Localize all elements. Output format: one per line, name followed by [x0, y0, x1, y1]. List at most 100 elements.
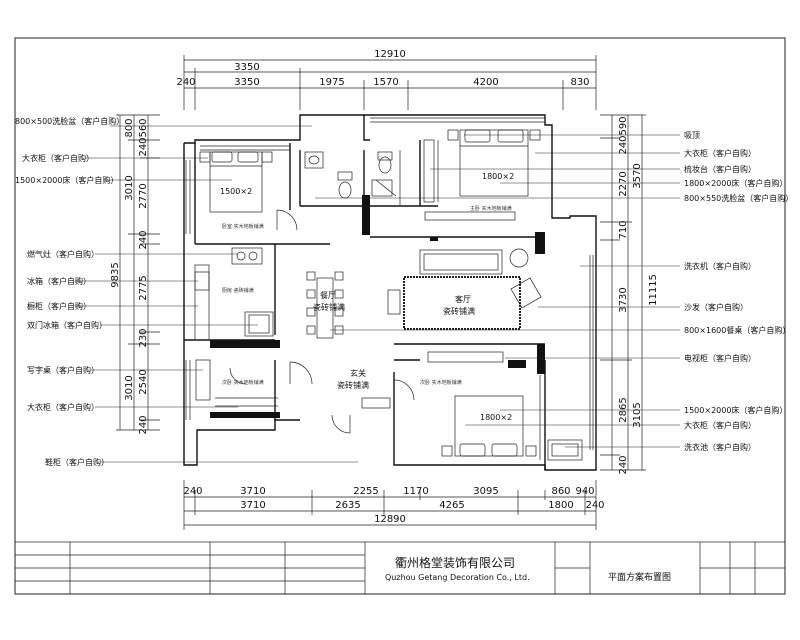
note-left-shoe-cabinet: 鞋柜（客户自购） — [45, 457, 109, 467]
ne-bed-label: 1800×2 — [482, 172, 514, 181]
study-room — [195, 359, 278, 407]
note-left-cabinet: 橱柜（客户自购） — [27, 301, 91, 311]
bottom-dim-upper-2: 3710 — [240, 486, 265, 497]
left-dimensions — [116, 114, 160, 431]
living-room — [387, 248, 542, 363]
bottom-dim-upper-3: 2255 — [353, 486, 378, 497]
top-dim-lower-1: 240 — [176, 77, 195, 88]
note-right-washbasin: 800×550洗脸盆（客户自购） — [684, 193, 793, 203]
top-dim-upper-1: 3350 — [234, 62, 259, 73]
left-dim-6: 240 — [138, 230, 149, 249]
left-dim-8: 230 — [138, 328, 149, 347]
left-leaders — [75, 125, 358, 463]
note-left-stove: 燃气灶（客户自购） — [27, 249, 99, 259]
left-dim-outer: 9835 — [110, 262, 121, 287]
bottom-dimensions — [183, 480, 597, 530]
note-right-washer: 洗衣机（客户自购） — [684, 261, 756, 271]
right-dim-9: 240 — [618, 455, 629, 474]
living-label: 客厅 — [455, 294, 471, 304]
left-dim-5: 2770 — [138, 183, 149, 208]
note-left-fridge: 冰箱（客户自购） — [27, 276, 91, 286]
nw-bed-label: 1500×2 — [220, 187, 252, 196]
bottom-dim-lower-5: 240 — [585, 500, 604, 511]
doors — [229, 209, 415, 434]
title-block — [14, 541, 786, 595]
note-left-double-fridge: 双门冰箱（客户自购） — [27, 320, 107, 330]
note-right-tv-cabinet: 电视柜（客户自购） — [684, 353, 756, 363]
dining-floor: 瓷砖铺满 — [313, 302, 345, 312]
right-dim-1: 590 — [618, 116, 629, 135]
kitchen — [194, 247, 274, 341]
kitchen-tiny: 厨房 瓷砖铺满 — [222, 287, 254, 294]
right-dim-8: 3105 — [632, 402, 643, 427]
entry-floor: 瓷砖铺满 — [337, 380, 369, 390]
top-dim-lower-3: 1975 — [319, 77, 344, 88]
se-bedroom — [441, 395, 583, 461]
se-room-tiny: 次卧 实木地板铺满 — [420, 379, 462, 386]
bottom-dim-upper-4: 1170 — [403, 486, 428, 497]
note-left-wardrobe-1: 大衣柜（客户自购） — [22, 153, 94, 163]
ne-bedroom — [423, 129, 541, 221]
dining-label: 餐厅 — [320, 291, 336, 300]
drawing-title: 平面方案布置图 — [608, 571, 671, 583]
note-right-bed-1800: 1800×2000床（客户自购） — [684, 178, 787, 188]
study-tiny: 次卧 实木地板铺满 — [222, 379, 264, 386]
solid-walls — [210, 195, 545, 418]
top-dim-overall: 12910 — [374, 49, 406, 60]
note-right-bed-1500: 1500×2000床（客户自购） — [684, 405, 787, 415]
right-leaders — [315, 134, 680, 448]
right-dim-3: 2270 — [618, 171, 629, 196]
note-left-washbasin: 800×500洗脸盆（客户自购） — [15, 116, 124, 126]
note-left-bed: 1500×2000床（客户自购） — [15, 175, 118, 185]
bottom-dim-lower-4: 1800 — [548, 500, 573, 511]
note-right-dining-table: 800×1600餐桌（客户自购） — [684, 325, 790, 335]
note-right-sofa: 沙发（客户自购） — [684, 302, 748, 312]
bottom-dim-lower-3: 4265 — [439, 500, 464, 511]
note-left-wardrobe-2: 大衣柜（客户自购） — [27, 402, 99, 412]
left-dim-4: 3010 — [124, 175, 135, 200]
entry-label: 玄关 — [350, 368, 366, 378]
nw-bedroom — [199, 151, 273, 213]
bottom-dim-upper-7: 940 — [575, 486, 594, 497]
right-dimensions — [600, 114, 646, 471]
left-dim-3: 240 — [138, 137, 149, 156]
windows — [185, 117, 594, 460]
nw-room-tiny: 卧室 实木地板铺满 — [222, 223, 264, 230]
walls — [183, 114, 597, 471]
note-right-wardrobe-2: 大衣柜（客户自购） — [684, 420, 756, 430]
left-dim-1: 800 — [124, 118, 135, 137]
right-dim-outer: 11115 — [648, 274, 659, 306]
note-right-dresser: 梳妆台（客户自购） — [684, 164, 756, 174]
top-dim-lower-5: 4200 — [473, 77, 498, 88]
dining-table — [306, 271, 344, 339]
left-dim-11: 240 — [138, 415, 149, 434]
company-name-cn: 衢州格堂装饰有限公司 — [395, 555, 515, 570]
top-dim-lower-4: 1570 — [373, 77, 398, 88]
bottom-dim-overall: 12890 — [374, 514, 406, 525]
top-dim-lower-2: 3350 — [234, 77, 259, 88]
right-dim-5: 710 — [618, 220, 629, 239]
top-dim-lower-6: 830 — [570, 77, 589, 88]
company-name-en: Quzhou Getang Decoration Co., Ltd. — [385, 573, 530, 582]
se-bed-label: 1800×2 — [480, 413, 512, 422]
right-dim-2: 240 — [618, 135, 629, 154]
top-dimensions — [183, 55, 597, 110]
bottom-dim-upper-5: 3095 — [473, 486, 498, 497]
bottom-dim-upper-6: 860 — [551, 486, 570, 497]
note-right-ceiling: 吸顶 — [684, 131, 700, 140]
note-left-desk: 写字桌（客户自购） — [27, 365, 99, 375]
right-dim-6: 3730 — [618, 287, 629, 312]
bottom-dim-upper-1: 240 — [183, 486, 202, 497]
ne-room-tiny: 主卧 实木地板铺满 — [470, 205, 512, 212]
bottom-dim-lower-2: 2635 — [335, 500, 360, 511]
right-dim-4: 3570 — [632, 163, 643, 188]
bathrooms — [304, 150, 401, 205]
note-right-wardrobe-1: 大衣柜（客户自购） — [684, 148, 756, 158]
bottom-dim-lower-1: 3710 — [240, 500, 265, 511]
left-dim-7: 2775 — [138, 275, 149, 300]
living-floor: 瓷砖铺满 — [443, 306, 475, 316]
note-right-laundry-sink: 洗衣池（客户自购） — [684, 442, 756, 452]
left-dim-10: 2540 — [138, 369, 149, 394]
left-dim-9: 3010 — [124, 375, 135, 400]
